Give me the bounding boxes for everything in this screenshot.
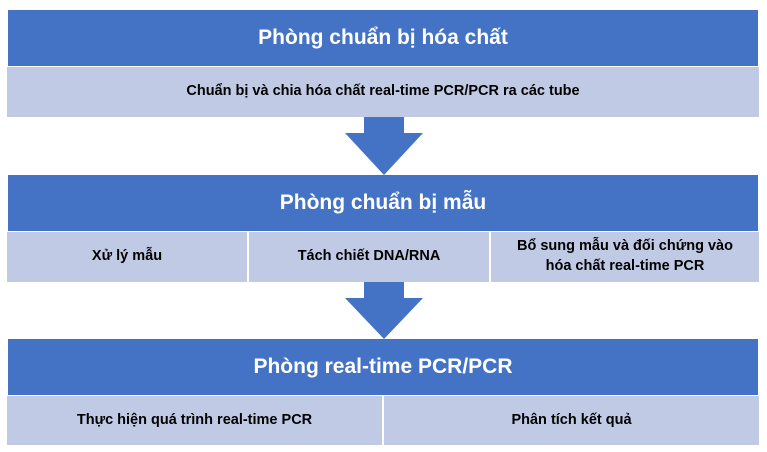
stage-1-title: Phòng chuẩn bị hóa chất [8, 10, 758, 66]
stage-2-steps: Xử lý mẫu Tách chiết DNA/RNA Bổ sung mẫu… [7, 232, 759, 282]
step-process-sample: Xử lý mẫu [7, 232, 247, 282]
step-add-sample-controls: Bổ sung mẫu và đối chứng vào hóa chất re… [491, 232, 759, 282]
down-arrow-icon [345, 282, 423, 339]
stage-2-title: Phòng chuẩn bị mẫu [8, 175, 758, 231]
stage-3-title: Phòng real-time PCR/PCR [8, 339, 758, 395]
stage-3-steps: Thực hiện quá trình real-time PCR Phân t… [7, 396, 759, 445]
stage-1-steps: Chuẩn bị và chia hóa chất real-time PCR/… [7, 67, 759, 117]
step-analyze-results: Phân tích kết quả [384, 396, 759, 445]
step-prepare-reagents: Chuẩn bị và chia hóa chất real-time PCR/… [7, 67, 759, 117]
step-run-real-time-pcr: Thực hiện quá trình real-time PCR [7, 396, 382, 445]
step-extract-dna-rna: Tách chiết DNA/RNA [249, 232, 489, 282]
down-arrow-icon [345, 117, 423, 175]
